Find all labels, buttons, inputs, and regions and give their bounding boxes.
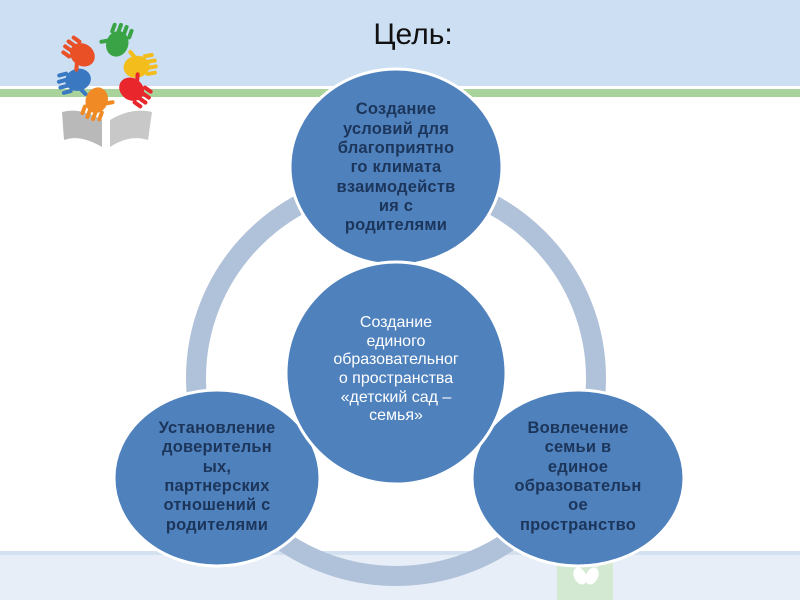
node-label-line: образовательног [333, 351, 459, 369]
node-label-line: ых, [202, 457, 232, 476]
node-label-line: семья» [369, 407, 423, 425]
node-label-line: родителями [165, 515, 269, 534]
node-label-line: ия с [378, 196, 414, 215]
hand-icon [61, 35, 95, 72]
hand-icon [80, 87, 115, 122]
node-label-line: взаимодейств [336, 177, 456, 196]
node-label-line: образовательн [514, 477, 642, 495]
node-label-line: Вовлечение [527, 419, 629, 438]
node-label-line: Создание [359, 313, 433, 331]
node-label-line: условий для [342, 119, 450, 138]
node-label-line: пространство [519, 515, 637, 534]
node-label-line: родителями [344, 216, 448, 235]
node-label-line: го климата [350, 158, 442, 177]
hand-icon [119, 72, 153, 109]
hands-flower-logo [56, 22, 158, 147]
node-bottom-right-circle [470, 388, 686, 568]
footer-divider [0, 551, 800, 555]
node-label-line: благоприятно [337, 139, 455, 158]
node-label-line: семьи в [544, 438, 612, 457]
node-label-line: о пространства [338, 370, 454, 387]
node-label-line: отношений с [163, 496, 271, 515]
node-label-line: единое [547, 457, 609, 476]
node-label-line: ое [568, 496, 588, 515]
hand-icon [123, 50, 158, 78]
node-label-line: партнерских [164, 477, 270, 495]
page-title: Цель: [373, 18, 453, 51]
node-label-line: Создание [355, 100, 437, 119]
center-circle [284, 260, 508, 486]
hand-icon [56, 68, 91, 96]
node-label-line: доверительн [162, 438, 272, 457]
node-bottom-left-circle [112, 388, 322, 568]
node-label-line: «детский сад – [340, 388, 452, 406]
hand-icon [99, 22, 134, 57]
hands-icon [56, 22, 158, 122]
node-label-line: единого [366, 332, 426, 350]
node-label-line: Установление [158, 419, 276, 438]
